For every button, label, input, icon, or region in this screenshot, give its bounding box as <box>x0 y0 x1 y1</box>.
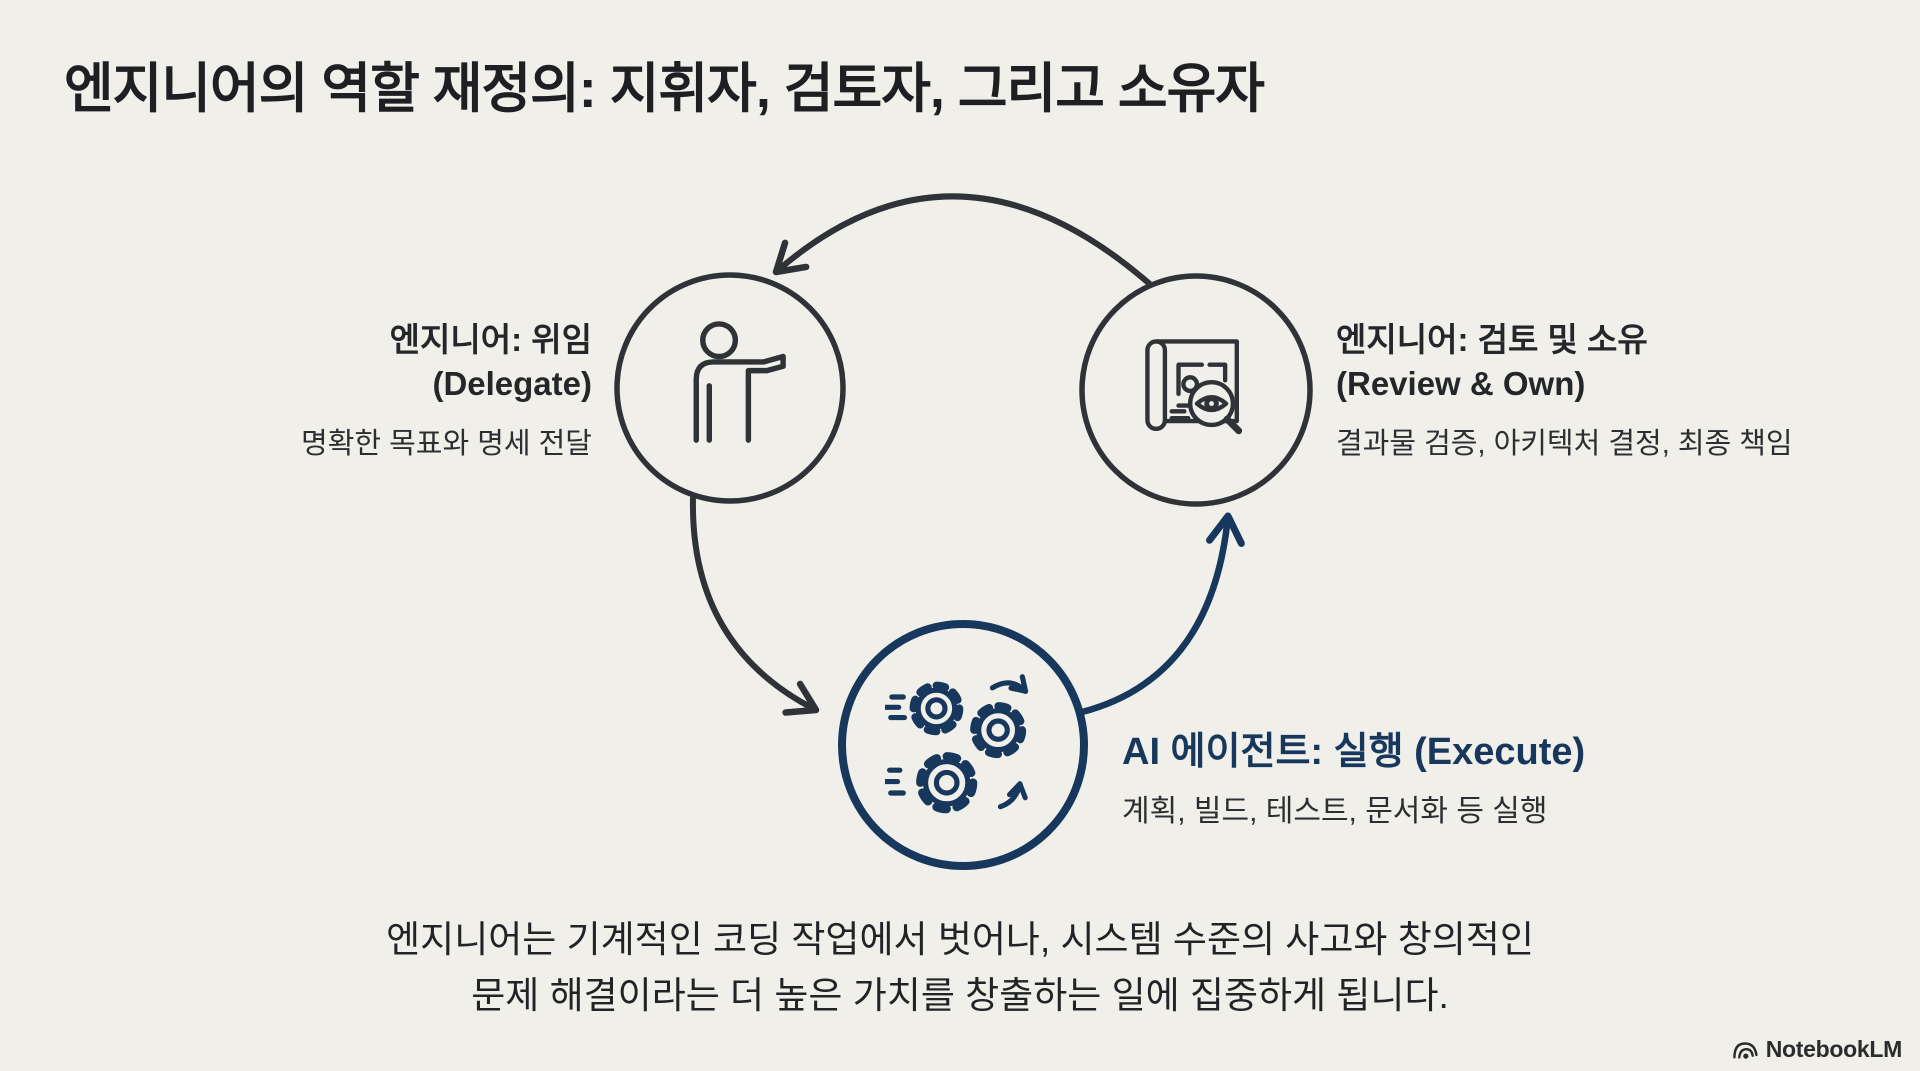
person-pointing-icon <box>693 321 786 443</box>
delegate-label: 엔지니어: 위임 (Delegate) 명확한 목표와 명세 전달 <box>301 318 592 462</box>
summary-line-2: 문제 해결이라는 더 높은 가치를 창출하는 일에 집중하게 됩니다. <box>471 975 1449 1016</box>
review-description: 결과물 검증, 아키텍처 결정, 최종 책임 <box>1336 428 1793 460</box>
rotation-arrow-top <box>989 674 1029 694</box>
arrow-delegate-to-execute <box>689 495 820 716</box>
execute-title: AI 에이전트: 실행 (Execute) <box>1122 731 1586 773</box>
motion-lines-top <box>885 694 907 721</box>
delegate-description: 명확한 목표와 명세 전달 <box>301 428 592 460</box>
page-title: 엔지니어의 역할 재정의: 지휘자, 검토자, 그리고 소유자 <box>64 59 1265 119</box>
execute-node-circle <box>838 620 1088 870</box>
summary-text: 엔지니어는 기계적인 코딩 작업에서 벗어나, 시스템 수준의 사고와 창의적인… <box>0 912 1920 1024</box>
execute-description: 계획, 빌드, 테스트, 문서화 등 실행 <box>1122 795 1548 828</box>
summary-line-1: 엔지니어는 기계적인 코딩 작업에서 벗어나, 시스템 수준의 사고와 창의적인 <box>386 919 1534 960</box>
brand-name: NotebookLM <box>1765 1036 1903 1062</box>
review-subtitle: (Review & Own) <box>1336 365 1586 402</box>
motion-lines-bottom <box>885 767 906 796</box>
delegate-node-circle <box>614 272 846 504</box>
gears-icon <box>885 674 1029 814</box>
arrow-review-to-delegate <box>772 193 1155 289</box>
review-label: 엔지니어: 검토 및 소유 (Review & Own) 결과물 검증, 아키텍… <box>1336 318 1793 462</box>
blueprint-magnifier-eye-icon <box>1145 339 1243 435</box>
delegate-subtitle: (Delegate) <box>432 365 592 402</box>
review-title: 엔지니어: 검토 및 소유 <box>1336 321 1648 358</box>
execute-label: AI 에이전트: 실행 (Execute) 계획, 빌드, 테스트, 문서화 등… <box>1122 728 1585 830</box>
delegate-title: 엔지니어: 위임 <box>389 321 592 358</box>
notebooklm-brand: NotebookLM <box>1732 1036 1902 1063</box>
notebooklm-logo-icon <box>1732 1041 1758 1059</box>
arrow-execute-to-review <box>1078 512 1245 716</box>
rotation-arrow-bottom <box>997 781 1028 810</box>
